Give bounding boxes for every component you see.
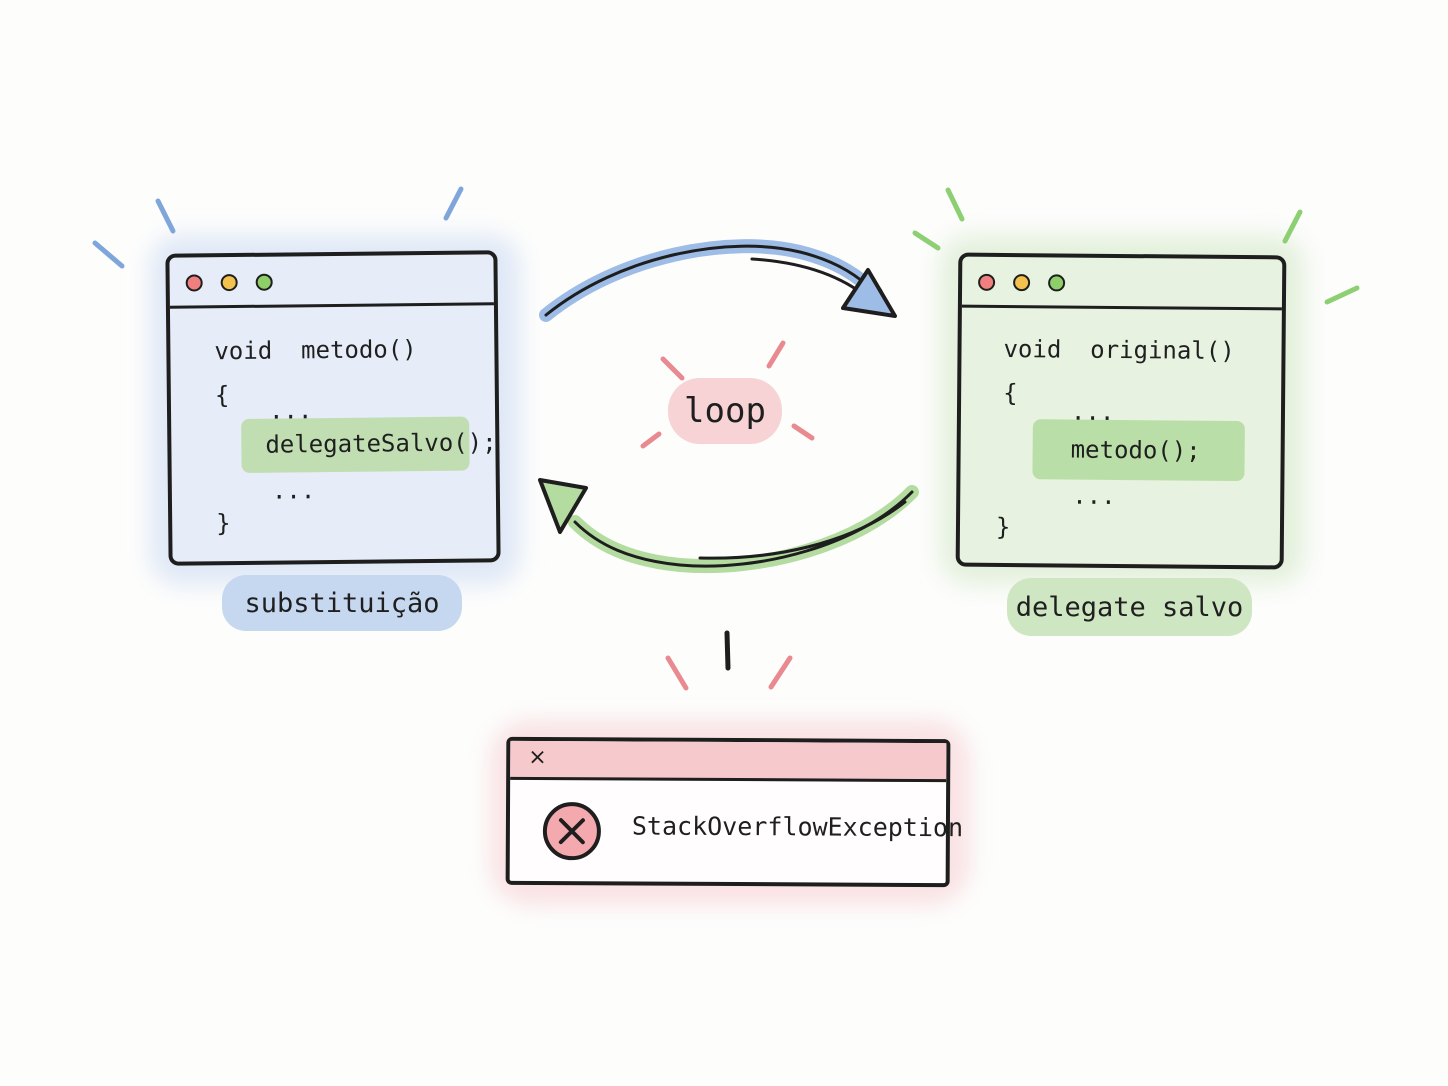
error-dialog-titlebar: ×	[510, 740, 947, 783]
loop-spark-lines	[640, 340, 815, 449]
error-x-circle-icon	[542, 802, 601, 861]
substitution-code-window: void metodo() { ... delegateSalvo(); ...…	[165, 250, 501, 566]
maximize-dot-icon	[255, 273, 273, 291]
left-spark-lines	[92, 186, 464, 269]
substitution-caption: substituição	[222, 575, 462, 631]
error-message: StackOverflowException	[631, 811, 964, 843]
right-ellipsis-top: ...	[1070, 397, 1115, 426]
right-open-brace: {	[1003, 378, 1018, 408]
right-window-titlebar	[961, 256, 1283, 311]
error-spark-lines	[665, 655, 793, 691]
minimize-dot-icon	[220, 273, 238, 292]
left-window-titlebar	[169, 254, 494, 309]
left-ellipsis-top: ...	[268, 396, 313, 425]
saved-delegate-code-window: void original() { ... metodo(); ... }	[955, 252, 1287, 570]
left-open-brace: {	[214, 381, 230, 410]
left-method-signature: void metodo()	[214, 335, 417, 366]
maximize-dot-icon	[1048, 274, 1066, 292]
right-close-brace: }	[995, 512, 1011, 542]
error-dialog: × StackOverflowException	[505, 736, 963, 888]
error-spark-center-line	[724, 630, 731, 671]
right-spark-lines	[912, 187, 1360, 305]
arrow-to-original	[539, 239, 897, 322]
close-dot-icon	[978, 273, 996, 291]
close-icon[interactable]: ×	[528, 744, 547, 771]
left-ellipsis-bottom: ...	[271, 476, 316, 505]
loop-label: loop	[668, 378, 782, 444]
right-method-signature: void original()	[1003, 334, 1235, 365]
saved-delegate-caption: delegate salvo	[1007, 578, 1252, 636]
left-close-brace: }	[216, 509, 231, 538]
arrow-to-metodo	[538, 478, 919, 574]
close-dot-icon	[185, 274, 203, 292]
minimize-dot-icon	[1013, 274, 1031, 292]
right-metodo-call: metodo();	[1070, 435, 1201, 465]
right-ellipsis-bottom: ...	[1072, 481, 1116, 510]
left-delegate-call: delegateSalvo();	[265, 428, 497, 459]
